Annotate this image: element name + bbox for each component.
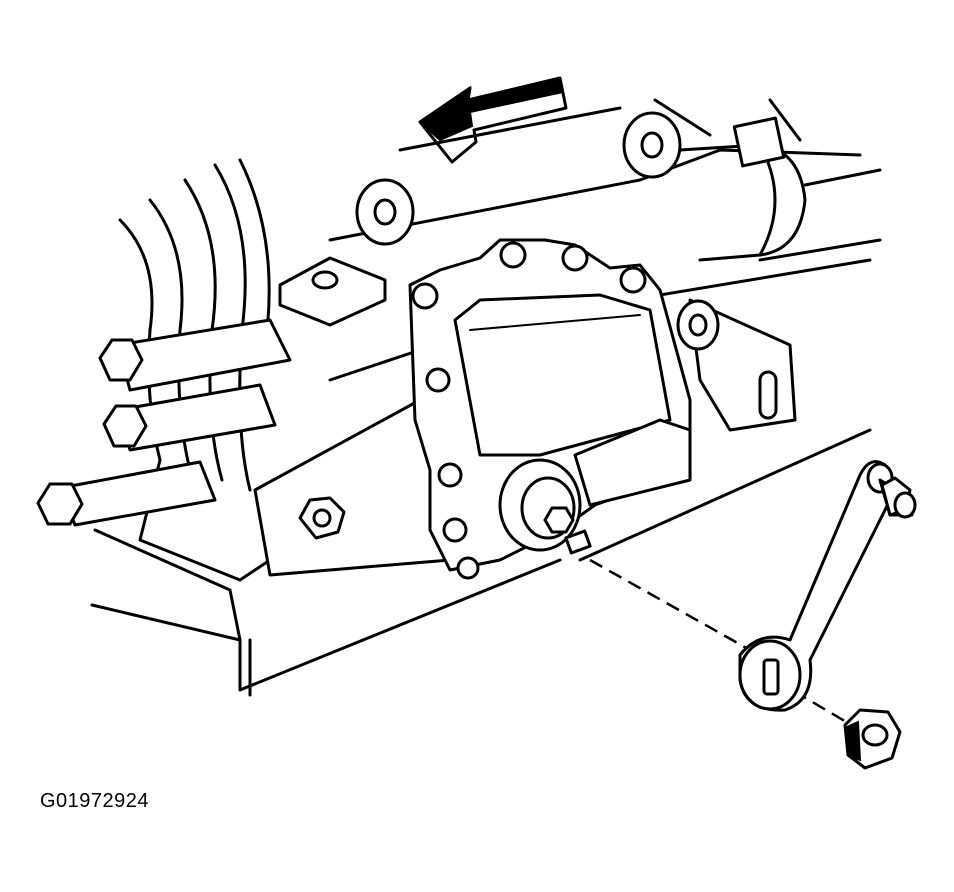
direction-arrow-icon (418, 76, 568, 164)
figure-id-label: G01972924 (40, 790, 150, 812)
lever-nut-icon (843, 708, 902, 770)
transmission-case (90, 98, 882, 697)
park-neutral-position-switch (408, 238, 692, 580)
transmission-mount-bracket (253, 298, 797, 577)
alignment-lines (589, 558, 861, 732)
manual-shift-lever (738, 460, 917, 712)
case-bolts (36, 318, 292, 527)
